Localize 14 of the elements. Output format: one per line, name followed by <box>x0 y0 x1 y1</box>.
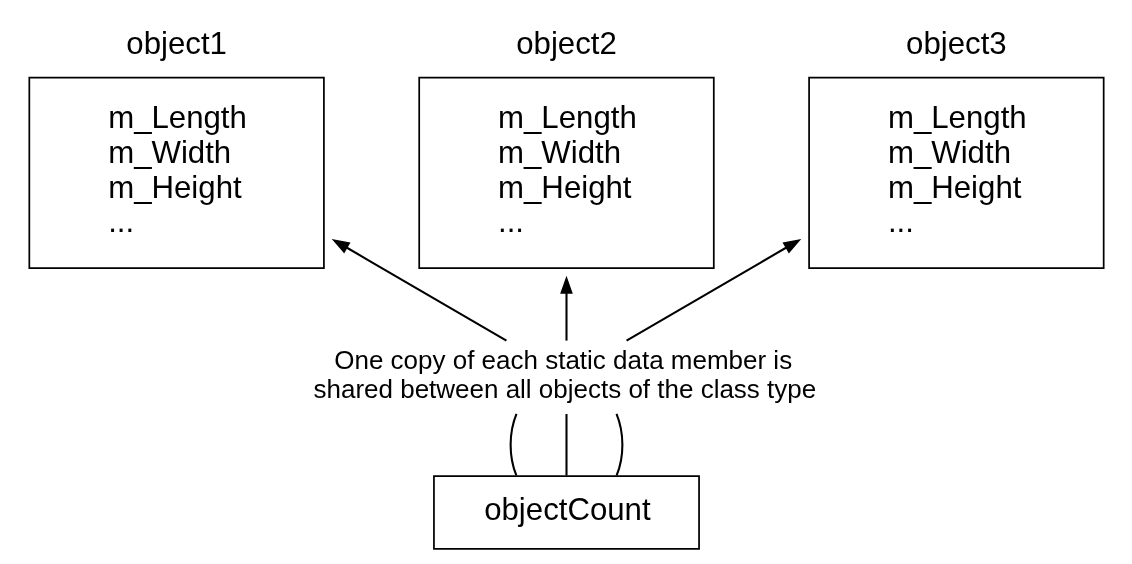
arrow <box>625 238 801 342</box>
arrow <box>331 238 507 342</box>
connector <box>564 413 568 476</box>
connector <box>615 413 623 476</box>
node-box: m_Length m_Width m_Height ... <box>27 76 325 269</box>
connector <box>509 413 517 476</box>
node-label: object3 <box>905 25 1007 61</box>
node-box: m_Length m_Width m_Height ... <box>807 76 1105 269</box>
node-box: objectCount <box>432 475 700 550</box>
arrow <box>559 275 573 341</box>
node-label: object1 <box>125 25 227 61</box>
node-text: One copy of each static data member is shared between all objects of the class type <box>313 344 816 405</box>
node-box: m_Length m_Width m_Height ... <box>417 76 715 269</box>
node-label: object2 <box>515 25 617 61</box>
